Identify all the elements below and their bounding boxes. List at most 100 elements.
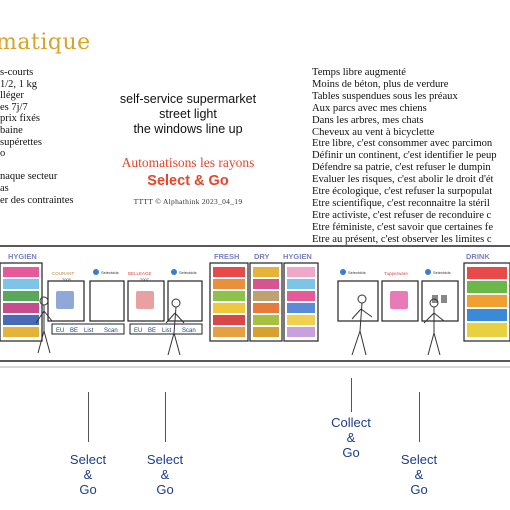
- kiosk-button-scan[interactable]: Scan: [104, 328, 118, 334]
- collect-and-go-label: Collect & Go: [321, 415, 381, 460]
- shelf-label-dry: DRY: [254, 252, 270, 261]
- label-line: &: [160, 467, 170, 482]
- right-list-item: Etre scientifique, c'est reconnaitre la …: [312, 197, 490, 209]
- display-panel: Tupperware: [381, 271, 419, 322]
- label-line: &: [83, 467, 93, 482]
- left-list-item: as: [0, 182, 9, 194]
- left-list-item: naque secteur: [0, 171, 58, 183]
- shelf-unit-left: [0, 262, 43, 342]
- app-panel: Selectdds: [337, 269, 379, 322]
- left-list-item: o: [0, 148, 6, 160]
- product-image: [56, 291, 74, 309]
- credit-line: TTTT © Alphathink 2023_04_19: [133, 197, 243, 206]
- right-list-item: Evaluer les risques, c'est abolir le dro…: [312, 174, 494, 186]
- product-image: [136, 291, 154, 309]
- select-and-go-label: Select & Go: [135, 452, 195, 497]
- label-line: Go: [410, 482, 428, 497]
- left-list-item: 1/2, 1 kg: [0, 78, 38, 90]
- app-icon: [171, 269, 177, 275]
- kiosk-button-be[interactable]: BE: [70, 328, 78, 334]
- kiosk-button-list[interactable]: List: [84, 328, 94, 334]
- right-list-item: Moins de béton, plus de verdure: [312, 78, 449, 90]
- pointer-line: [419, 392, 420, 442]
- kiosk-button-eu[interactable]: EU: [56, 328, 64, 334]
- display-panel: BELLEAGE 2007: [127, 271, 165, 322]
- panel-app: Selectdds: [101, 270, 119, 275]
- supermarket-street-illustration: HYGIEN FRESH DRY HYGIEN DRINK: [0, 245, 510, 368]
- right-list-item: Etre féministe, c'est savoir que certain…: [312, 221, 494, 233]
- kiosk-button-be[interactable]: BE: [148, 328, 156, 334]
- concept-lines: self-service supermarket street light th…: [88, 92, 288, 137]
- headline: Automatisons les rayons: [121, 155, 255, 170]
- pointer-line: [351, 378, 352, 412]
- right-list-item: Défendre sa patrie, c'est refuser le dum…: [312, 162, 491, 174]
- left-list-item: s-courts: [0, 67, 34, 78]
- label-line: Go: [79, 482, 97, 497]
- right-list-item: Dans les arbres, mes chats: [312, 114, 424, 126]
- label-line: Select: [146, 452, 184, 467]
- app-icon: [425, 269, 431, 275]
- panel-year: 2005: [62, 277, 72, 282]
- shelf-unit-dry: [249, 262, 283, 342]
- subheadline: Select & Go: [147, 173, 229, 189]
- right-list-item: Cheveux au vent à bicyclette: [312, 126, 435, 138]
- kiosk-button-eu[interactable]: EU: [134, 328, 142, 334]
- concept-line: the windows line up: [133, 122, 243, 136]
- shelf-label-hygien-mid: HYGIEN: [283, 252, 312, 261]
- panel-brand: Tupperware: [384, 271, 408, 276]
- right-list-item: Tables suspendues sous les préaux: [312, 90, 458, 102]
- app-panel: Selectdds: [421, 269, 459, 322]
- shopper-figure: [35, 296, 53, 354]
- right-list-item: Etre libre, c'est consommer avec parcimo…: [312, 138, 493, 150]
- panel-brand: BELLEAGE: [128, 271, 152, 276]
- panel-year: 2007: [140, 277, 150, 282]
- kiosk-button-bar: EU BE List Scan: [129, 323, 203, 335]
- concept-line: street light: [159, 107, 217, 121]
- left-list-item: baine: [0, 124, 23, 136]
- shopper-figure: [423, 298, 445, 356]
- left-list-item: es 7j/7: [0, 101, 28, 113]
- shelf-unit-drink: [463, 262, 510, 342]
- shelf-unit-fresh: [209, 262, 249, 342]
- kiosk-button-bar: EU BE List Scan: [51, 323, 125, 335]
- select-and-go-label: Select & Go: [58, 452, 118, 497]
- right-list-item: Aux parcs avec mes chiens: [312, 102, 427, 114]
- panel-brand: COURANT: [52, 271, 75, 276]
- label-line: Go: [156, 482, 174, 497]
- label-line: Collect: [331, 415, 371, 430]
- shelf-unit-hygien: [283, 262, 319, 342]
- shopper-figure: [165, 298, 185, 356]
- right-text-list: Temps libre augmenté Moins de béton, plu…: [312, 67, 497, 246]
- product-image: [390, 291, 408, 309]
- panel-app: Selectdds: [433, 270, 451, 275]
- label-line: &: [414, 467, 424, 482]
- label-line: &: [346, 430, 356, 445]
- shopper-figure: [351, 294, 373, 356]
- select-and-go-label: Select & Go: [389, 452, 449, 497]
- right-list-item: Etre activiste, c'est refuser de recondu…: [312, 209, 492, 221]
- app-icon: [93, 269, 99, 275]
- label-line: Go: [342, 445, 360, 460]
- shelf-label-hygien-left: HYGIEN: [8, 252, 37, 261]
- left-list-item: er des contraintes: [0, 194, 74, 206]
- app-icon: [340, 269, 346, 275]
- label-line: Select: [69, 452, 107, 467]
- shelf-label-fresh: FRESH: [214, 252, 239, 261]
- left-list-item: prix fixés: [0, 113, 40, 125]
- app-panel: Selectdds: [167, 269, 203, 322]
- app-panel: Selectdds: [89, 269, 125, 322]
- kiosk-button-list[interactable]: List: [162, 328, 172, 334]
- label-line: Select: [400, 452, 438, 467]
- pointer-line: [165, 392, 166, 442]
- kiosk-button-scan[interactable]: Scan: [182, 328, 196, 334]
- page-title: matique: [0, 30, 91, 55]
- panel-app: Selectdds: [179, 270, 197, 275]
- shelf-label-drink: DRINK: [466, 252, 490, 261]
- left-list-item: [0, 160, 73, 172]
- left-text-list: s-courts 1/2, 1 kg lléger es 7j/7 prix f…: [0, 67, 73, 206]
- left-list-item: lléger: [0, 90, 24, 102]
- concept-line: self-service supermarket: [119, 92, 257, 106]
- right-list-item: Etre écologique, c'est refuser la surpop…: [312, 186, 493, 198]
- display-panel: COURANT 2005: [47, 271, 85, 322]
- pointer-line: [88, 392, 89, 442]
